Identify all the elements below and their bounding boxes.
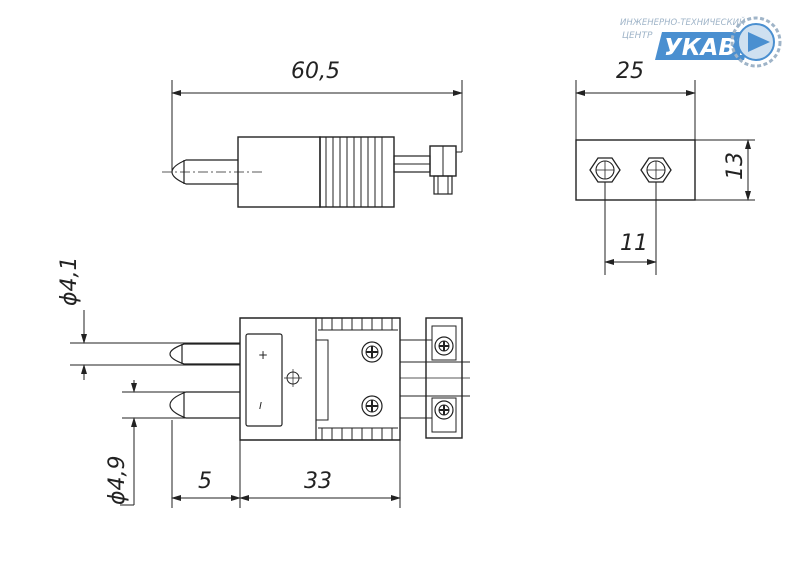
dim-pin-spacing: 11: [620, 231, 648, 256]
end-view: [575, 80, 755, 275]
side-view: [162, 80, 463, 208]
dim-side-length: 60,5: [291, 59, 340, 84]
terminal-screw-top: [361, 341, 383, 363]
top-view: [70, 310, 470, 508]
clamp-screw-bottom: [434, 400, 454, 420]
dim-pin-extension: 5: [198, 469, 212, 494]
polarity-minus: I: [259, 401, 262, 412]
polarity-plus: +: [258, 348, 268, 362]
terminal-screw-bottom: [361, 395, 383, 417]
pin-hole-right: [640, 157, 672, 183]
dim-pin-dia-large: ϕ4,9: [105, 456, 130, 506]
company-logo: ИНЖЕНЕРНО-ТЕХНИЧЕСКИЙ ЦЕНТР УКАВТ: [620, 16, 782, 68]
gear-icon: [730, 16, 782, 68]
dim-body-length: 33: [304, 469, 332, 494]
logo-line1: ИНЖЕНЕРНО-ТЕХНИЧЕСКИЙ: [620, 16, 746, 28]
pin-hole-left: [589, 157, 621, 183]
logo-line2: ЦЕНТР: [622, 31, 653, 41]
dim-end-height: 13: [723, 152, 748, 180]
clamp-screw-top: [434, 336, 454, 356]
dim-pin-dia-small: ϕ4,1: [57, 257, 82, 307]
logo-banner: [655, 32, 752, 60]
dim-end-width: 25: [616, 59, 644, 84]
